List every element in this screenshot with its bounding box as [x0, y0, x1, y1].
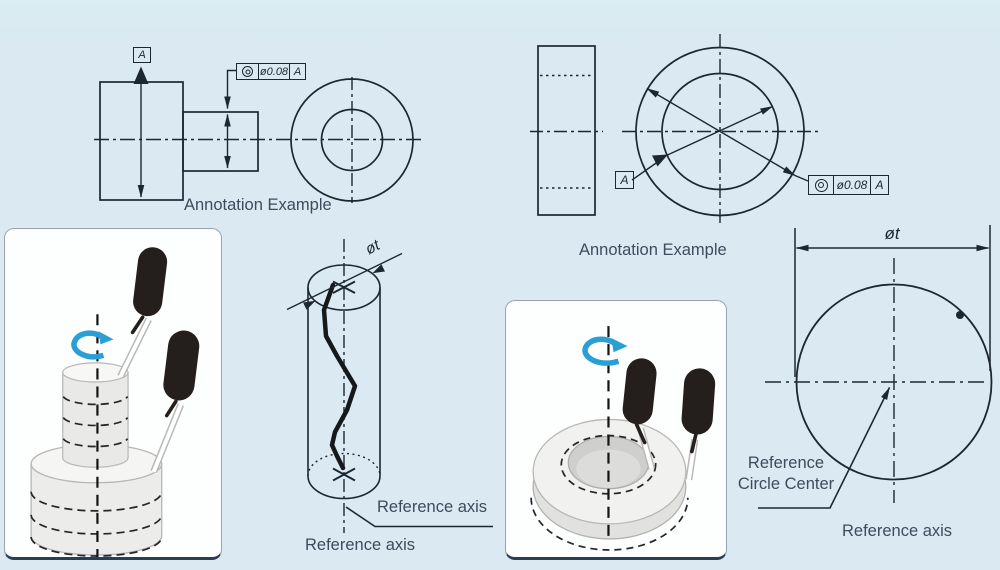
concentricity-icon [814, 178, 828, 192]
reference-circle-center-line1: Reference [747, 454, 825, 472]
datum-triangle-icon [133, 66, 149, 84]
fcf-tolerance-cell: ø0.08 [258, 64, 289, 79]
datum-triangle-icon [652, 154, 668, 167]
left-side-view-drawing [94, 66, 421, 201]
axis-cross-mark [332, 467, 356, 482]
dial-indicator-icon [117, 247, 168, 378]
datum-label-box: A [615, 171, 634, 189]
datum-leader [631, 160, 660, 181]
right-side-view-drawing [530, 45, 603, 216]
fcf-leader [224, 69, 236, 110]
actual-axis-wavy-line [321, 282, 358, 471]
fcf-symbol-cell [237, 64, 258, 79]
dial-indicator-icon [150, 330, 200, 474]
dial-indicator-icon [622, 358, 657, 470]
circle-diameter-label: øt [884, 224, 900, 243]
diameter-line [286, 252, 403, 311]
datum-label-box: A [133, 47, 151, 63]
measurement-illustration-stepped-cylinder [4, 228, 222, 560]
fcf-datum-cell: A [870, 176, 888, 194]
rotation-arrow-icon [582, 336, 628, 366]
datum-letter: A [138, 49, 146, 61]
ring-3d-art [530, 326, 716, 551]
reference-circle-center-label: Reference Circle Center [732, 453, 840, 495]
right-circular-view-drawing [622, 34, 818, 227]
feature-control-frame: ø0.08 A [808, 175, 889, 195]
fcf-datum-cell: A [289, 64, 305, 79]
cylinder-reference-axis-caption: Reference axis [305, 536, 416, 554]
cylinder-reference-axis-label: Reference axis [377, 498, 488, 516]
right-caption: Annotation Example [579, 241, 727, 259]
rotation-arrow-icon [71, 330, 114, 360]
dial-indicator-icon [681, 368, 716, 481]
axis-cross-mark [332, 280, 356, 294]
point-on-circle [956, 311, 964, 319]
fcf-symbol-cell [809, 176, 833, 194]
feature-control-frame: ø0.08 A [236, 63, 306, 80]
measurement-illustration-ring [505, 300, 727, 560]
left-caption: Annotation Example [184, 196, 332, 214]
concentricity-icon [242, 66, 253, 77]
hidden-line [307, 452, 381, 477]
circle-reference-axis-label: Reference axis [842, 522, 953, 540]
left-circular-view-drawing [290, 77, 414, 203]
datum-letter: A [620, 173, 629, 187]
cylinder-diameter-label: øt [362, 236, 383, 259]
fcf-tolerance-cell: ø0.08 [833, 176, 870, 194]
stepped-cylinder-3d-art [30, 247, 200, 557]
tolerance-cylinder-drawing [286, 239, 493, 533]
reference-circle-center-line2: Circle Center [737, 475, 835, 493]
